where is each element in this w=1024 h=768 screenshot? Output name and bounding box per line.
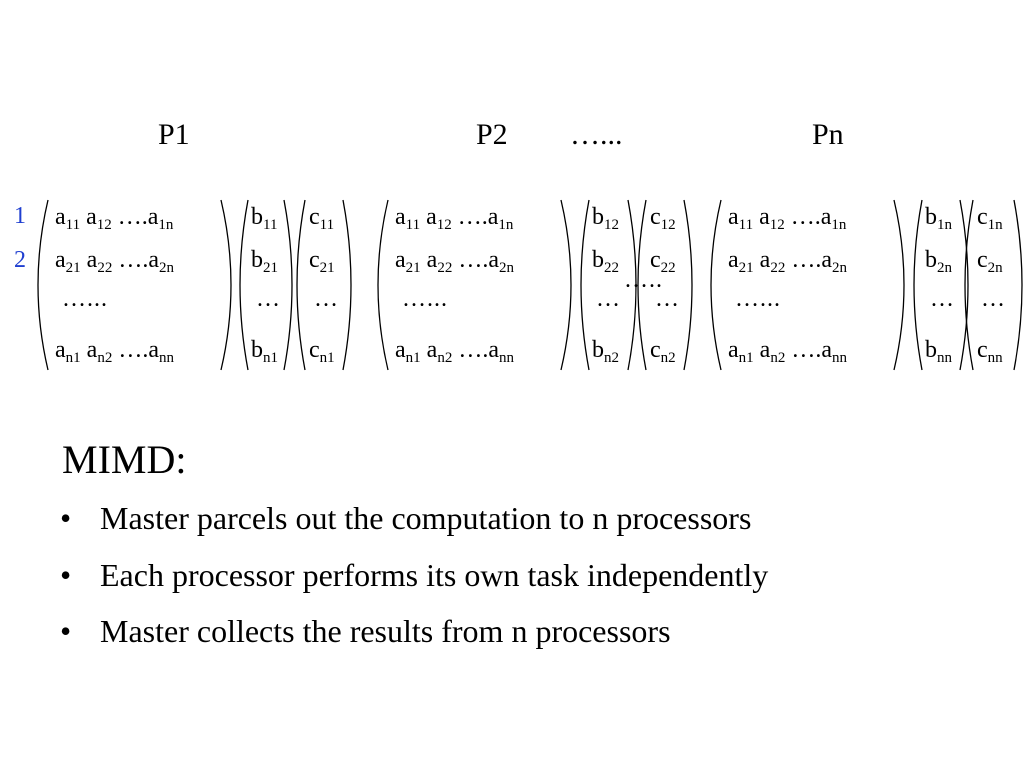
vector-b-left-paren: [580, 199, 590, 371]
vector-c-ellipsis: …: [981, 286, 1006, 312]
matrix-a-ellipsis: …...: [62, 286, 108, 312]
matrix-a-right-paren: [220, 199, 232, 371]
matrix-a-left-paren: [377, 199, 389, 371]
matrix-a-row: a21 a22 ….a2n: [728, 247, 847, 276]
vector-c-left-paren: [637, 199, 647, 371]
bullet-item: • Master collects the results from n proc…: [60, 615, 671, 647]
matrix-a-ellipsis: …...: [402, 286, 448, 312]
vector-c-cell: c2n: [977, 247, 1003, 276]
vector-c-cell: c21: [309, 247, 335, 276]
matrix-a-row: a21 a22 ….a2n: [55, 247, 174, 276]
vector-b-left-paren: [913, 199, 923, 371]
bullet-marker: •: [60, 557, 72, 593]
vector-c-right-paren: [342, 199, 352, 371]
vector-b-cell: b11: [251, 204, 278, 233]
vector-c-cell: c1n: [977, 204, 1003, 233]
row-number-1: 1: [14, 203, 26, 229]
vector-b-right-paren: [959, 199, 969, 371]
matrix-a-row: an1 an2 ….ann: [55, 337, 174, 366]
vector-c-right-paren: [1013, 199, 1023, 371]
vector-c-right-paren: [683, 199, 693, 371]
vector-b-cell: b21: [251, 247, 278, 276]
matrix-a-row: a11 a12 ….a1n: [55, 204, 174, 233]
vector-b-cell: bn1: [251, 337, 278, 366]
vector-b-right-paren: [283, 199, 293, 371]
matrix-a-ellipsis: …...: [735, 286, 781, 312]
vector-c-left-paren: [964, 199, 974, 371]
bullet-item: • Master parcels out the computation to n…: [60, 502, 751, 534]
vector-c-ellipsis: …: [655, 286, 680, 312]
vector-b-cell: bn2: [592, 337, 619, 366]
matrix-a-left-paren: [710, 199, 722, 371]
vector-b-ellipsis: …: [930, 286, 955, 312]
middle-ellipsis: …..: [624, 267, 663, 293]
matrix-a-right-paren: [560, 199, 572, 371]
vector-c-cell: cn2: [650, 337, 676, 366]
matrix-a-row: a11 a12 ….a1n: [728, 204, 847, 233]
vector-c-ellipsis: …: [314, 286, 339, 312]
vector-b-ellipsis: …: [256, 286, 281, 312]
vector-b-ellipsis: …: [596, 286, 621, 312]
vector-b-cell: b12: [592, 204, 619, 233]
matrix-a-right-paren: [893, 199, 905, 371]
matrix-a-row: an1 an2 ….ann: [395, 337, 514, 366]
matrix-a-row: an1 an2 ….ann: [728, 337, 847, 366]
vector-b-cell: b2n: [925, 247, 952, 276]
bullet-text: Each processor performs its own task ind…: [100, 557, 769, 593]
bullet-text: Master parcels out the computation to n …: [100, 500, 752, 536]
matrix-brackets: [37, 199, 1023, 371]
processor-label-p1: P1: [158, 118, 190, 151]
row-number-2: 2: [14, 247, 26, 273]
vector-b-cell: b22: [592, 247, 619, 276]
processor-label-p2: P2: [476, 118, 508, 151]
vector-c-cell: c11: [309, 204, 335, 233]
vector-b-left-paren: [239, 199, 249, 371]
bullet-text: Master collects the results from n proce…: [100, 613, 671, 649]
vector-c-cell: cnn: [977, 337, 1003, 366]
section-heading: MIMD:: [62, 437, 187, 482]
bullet-item: • Each processor performs its own task in…: [60, 559, 768, 591]
processor-ellipsis: …...: [570, 118, 623, 151]
vector-b-cell: bnn: [925, 337, 952, 366]
vector-c-cell: c22: [650, 247, 676, 276]
processor-label-pn: Pn: [812, 118, 844, 151]
vector-b-right-paren: [627, 199, 637, 371]
bullet-marker: •: [60, 613, 72, 649]
vector-c-cell: c12: [650, 204, 676, 233]
vector-b-cell: b1n: [925, 204, 952, 233]
matrix-a-row: a21 a22 ….a2n: [395, 247, 514, 276]
bullet-marker: •: [60, 500, 72, 536]
matrix-a-left-paren: [37, 199, 49, 371]
matrix-a-row: a11 a12 ….a1n: [395, 204, 514, 233]
vector-c-cell: cn1: [309, 337, 335, 366]
vector-c-left-paren: [296, 199, 306, 371]
